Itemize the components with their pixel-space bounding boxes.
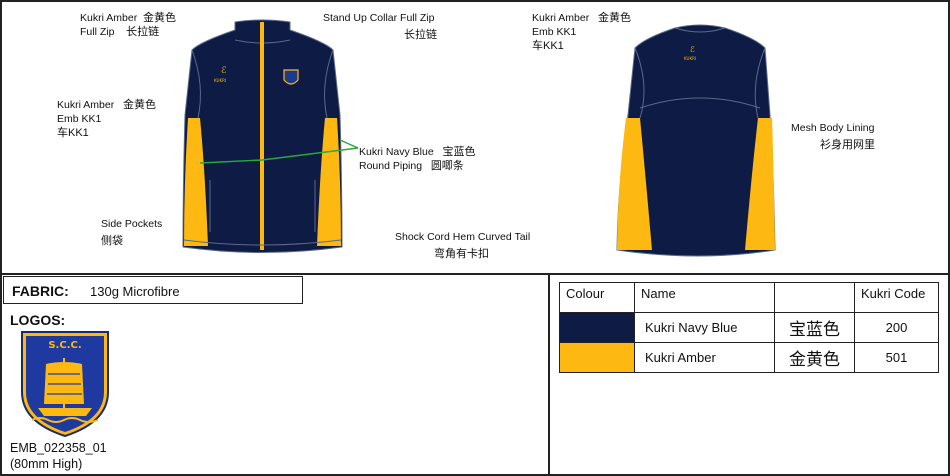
section-divider: [0, 273, 950, 275]
svg-text:ℰ: ℰ: [221, 66, 227, 76]
svg-text:KUKRI: KUKRI: [214, 78, 226, 83]
colour-table: Colour Name Kukri Code Kukri Navy Blue 宝…: [559, 282, 939, 373]
vest-front: ℰ KUKRI: [182, 19, 359, 253]
vest-back: ℰ KUKRI: [616, 24, 776, 257]
colour-name-cn: 金黄色: [774, 342, 855, 373]
fabric-box: FABRIC: 130g Microfibre: [3, 276, 303, 304]
section-divider: [548, 274, 550, 476]
logos-title: LOGOS:: [10, 312, 66, 328]
callout-amber-zip: Kukri Amber 金黄色 Full Zip 长拉链: [80, 12, 177, 38]
callout-amber-emb-back: Kukri Amber 金黄色 Emb KK1 车KK1: [532, 12, 631, 52]
header-name: Name: [634, 282, 775, 313]
table-row: Kukri Navy Blue 宝蓝色 200: [559, 312, 939, 343]
colour-name: Kukri Navy Blue: [634, 312, 775, 343]
callout-collar: Stand Up Collar Full Zip 长拉链: [323, 12, 437, 41]
zip-icon: [260, 22, 264, 250]
kukri-code: 200: [854, 312, 939, 343]
scc-crest-logo: S.C.C.: [21, 331, 109, 438]
svg-text:S.C.C.: S.C.C.: [48, 340, 81, 351]
fabric-label: FABRIC:: [12, 283, 69, 299]
callout-mesh-lining: Mesh Body Lining 衫身用网里: [791, 122, 875, 151]
fabric-value: 130g Microfibre: [90, 284, 180, 299]
table-header-row: Colour Name Kukri Code: [559, 282, 939, 313]
callout-piping: Kukri Navy Blue 宝蓝色 Round Piping 圆唧条: [359, 146, 476, 172]
vest-illustrations: ℰ KUKRI ℰ KUKRI: [182, 19, 776, 257]
svg-text:KUKRI: KUKRI: [684, 56, 696, 61]
header-cn: [774, 282, 855, 313]
callout-hem: Shock Cord Hem Curved Tail 弯角有卡扣: [395, 231, 531, 260]
kukri-code: 501: [854, 342, 939, 373]
colour-name-cn: 宝蓝色: [774, 312, 855, 343]
colour-name: Kukri Amber: [634, 342, 775, 373]
table-row: Kukri Amber 金黄色 501: [559, 342, 939, 373]
svg-text:ℰ: ℰ: [690, 45, 695, 54]
logo-emb-info: EMB_022358_01 (80mm High): [10, 441, 107, 471]
header-colour: Colour: [559, 282, 635, 313]
header-code: Kukri Code: [854, 282, 939, 313]
colour-swatch: [559, 342, 635, 373]
colour-swatch: [559, 312, 635, 343]
callout-amber-emb-front: Kukri Amber 金黄色 Emb KK1 车KK1: [57, 99, 156, 139]
callout-side-pockets: Side Pockets 侧袋: [101, 218, 163, 247]
